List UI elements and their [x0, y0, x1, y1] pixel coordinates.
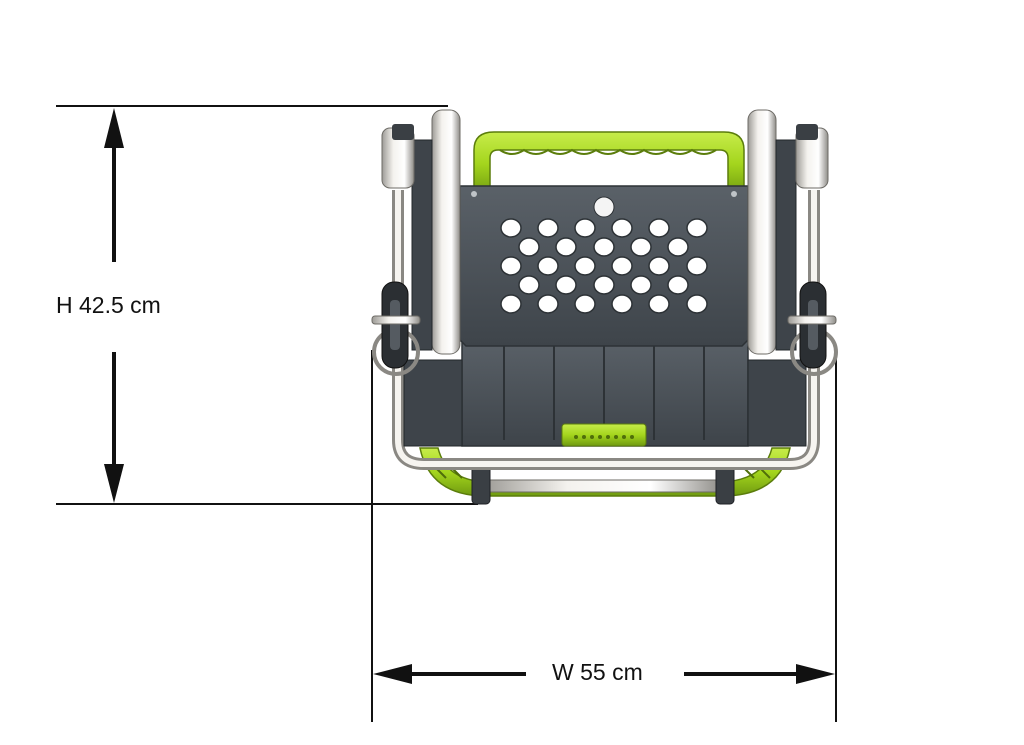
hinge-right	[795, 124, 829, 189]
width-dimension	[371, 350, 837, 722]
vent-holes	[500, 218, 708, 314]
arrow-left-icon	[373, 664, 412, 684]
upright-right	[747, 109, 777, 355]
height-label: H 42.5 cm	[56, 292, 161, 318]
arrow-down-icon	[104, 464, 124, 503]
width-label: W 55 cm	[552, 659, 643, 685]
hinge-left	[381, 124, 415, 189]
wheel-left	[371, 281, 421, 376]
height-dimension	[56, 105, 478, 505]
green-latch	[561, 423, 647, 447]
trolley-illustration	[371, 109, 838, 505]
arrow-up-icon	[104, 108, 124, 148]
wheel-right	[787, 281, 838, 376]
bottom-bar	[483, 479, 723, 493]
upright-left	[431, 109, 461, 355]
crate-hole-top	[593, 196, 615, 218]
arrow-right-icon	[796, 664, 835, 684]
side-panel-right	[747, 359, 807, 447]
side-panel-left	[403, 359, 463, 447]
